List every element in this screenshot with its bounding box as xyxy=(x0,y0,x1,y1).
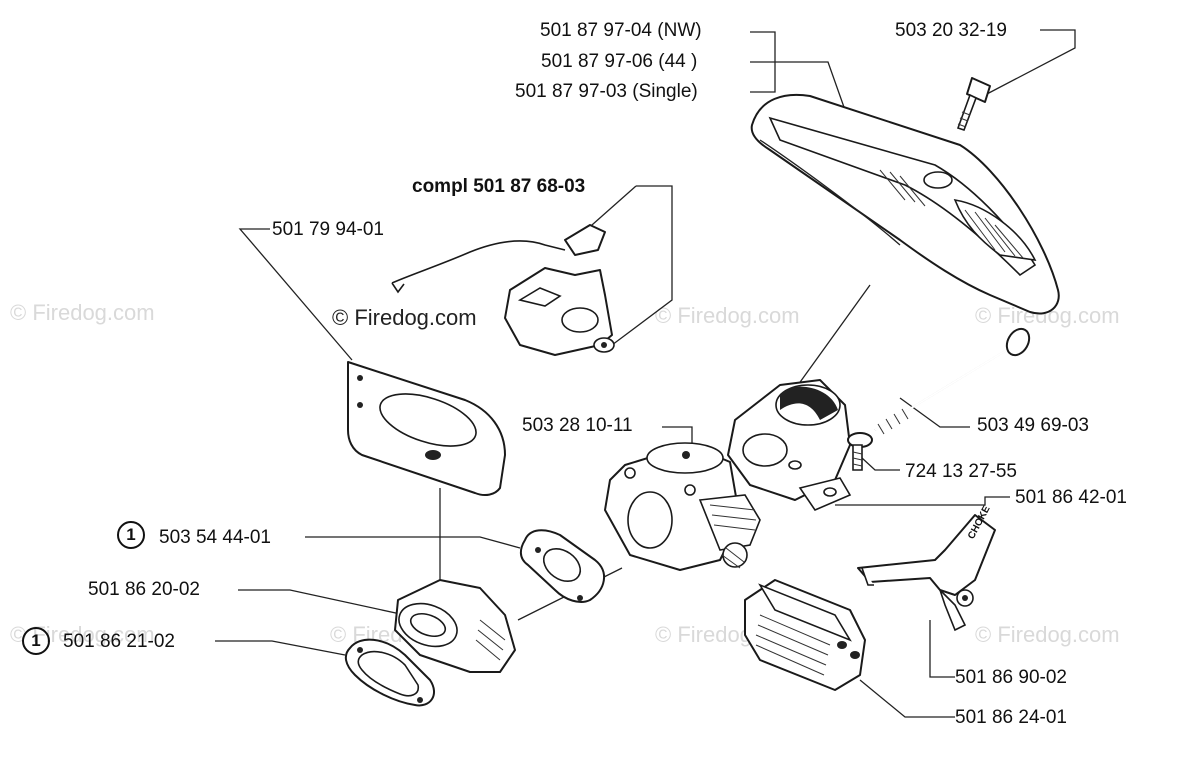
watermark: © Firedog.com xyxy=(655,303,800,328)
long-bolt-503496903 xyxy=(874,327,1031,435)
gasket-501799401 xyxy=(347,361,506,497)
leader-lines xyxy=(215,29,1076,718)
label-501879704: 501 87 97-04 (NW) xyxy=(540,20,702,41)
label-503203219: 503 20 32-19 xyxy=(895,20,1007,41)
air-filter-cover xyxy=(750,93,1060,315)
label-501862102: 501 86 21-02 xyxy=(63,631,175,652)
label-503281011: 503 28 10-11 xyxy=(522,415,633,436)
label-501862401: 501 86 24-01 xyxy=(955,707,1067,728)
label-724132755: 724 13 27-55 xyxy=(905,461,1017,482)
carburetor-503281011 xyxy=(604,442,761,571)
reference-marker: 1 xyxy=(117,521,145,549)
label-501799401: 501 79 94-01 xyxy=(272,219,384,240)
gasket-503544401 xyxy=(519,529,605,603)
label-503544401: 503 54 44-01 xyxy=(159,527,271,548)
label-501864201: 501 86 42-01 xyxy=(1015,487,1127,508)
housing-501862401 xyxy=(744,579,866,691)
intake-501862002 xyxy=(394,579,516,673)
label-501869002: 501 86 90-02 xyxy=(955,667,1067,688)
watermark: © Firedog.com xyxy=(975,622,1120,647)
label-501879703: 501 87 97-03 (Single) xyxy=(515,81,698,102)
bolt-503203219 xyxy=(956,77,991,132)
label-501862002: 501 86 20-02 xyxy=(88,579,200,600)
intake-adapter xyxy=(727,379,852,511)
label-503496903: 503 49 69-03 xyxy=(977,415,1089,436)
reference-marker: 1 xyxy=(22,627,50,655)
label-compl-501876803: compl 501 87 68-03 xyxy=(412,176,586,197)
choke-rod-assembly xyxy=(391,224,615,356)
label-501879706: 501 87 97-06 (44 ) xyxy=(541,51,698,72)
watermark-main: © Firedog.com xyxy=(332,305,477,330)
choke-lever-501869002 xyxy=(857,514,996,632)
gasket-501862102 xyxy=(344,638,435,707)
watermark: © Firedog.com xyxy=(10,300,155,325)
screw-724132755 xyxy=(847,432,873,471)
